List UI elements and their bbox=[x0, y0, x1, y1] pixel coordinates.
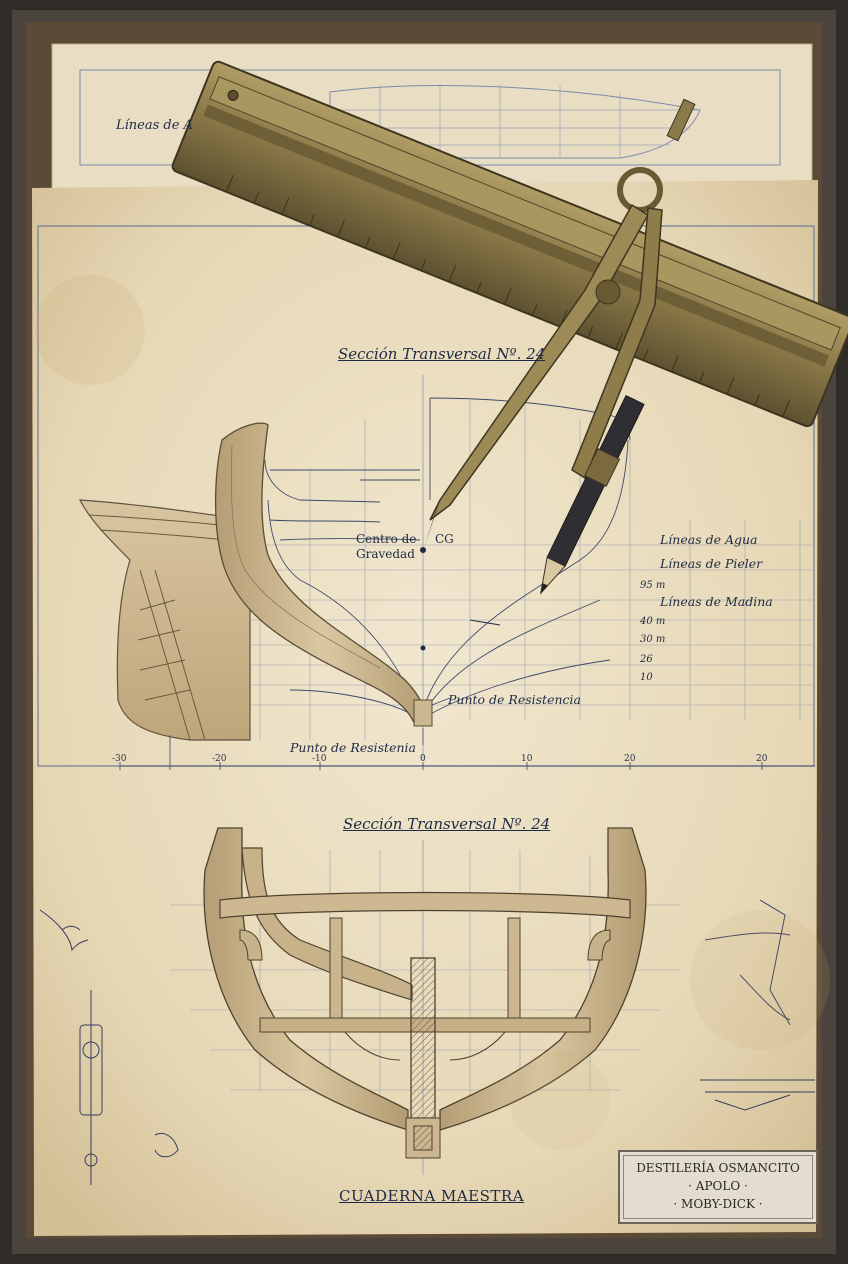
legend-madina-lines: Líneas de Madina bbox=[660, 594, 773, 609]
height-scale-10: 10 bbox=[640, 672, 653, 683]
axis-tick: 20 bbox=[756, 754, 768, 764]
axis-tick: -20 bbox=[212, 754, 227, 764]
keel-block bbox=[413, 699, 433, 727]
axis-tick: -30 bbox=[112, 754, 127, 764]
cg-label-line-1: Centro de bbox=[356, 532, 417, 546]
keel bbox=[405, 1117, 441, 1159]
cartouche-line-1: DESTILERÍA OSMANCITO bbox=[636, 1161, 800, 1175]
sheet-title: Líneas de A bbox=[116, 118, 193, 133]
stanchion-right bbox=[507, 917, 521, 1019]
height-scale-30: 30 m bbox=[640, 634, 666, 645]
cartouche-line-3: · MOBY-DICK · bbox=[673, 1197, 763, 1211]
cg-code: CG bbox=[435, 532, 454, 546]
top-section-title: Sección Transversal Nº. 24 bbox=[338, 345, 546, 363]
height-scale-40: 40 m bbox=[640, 616, 666, 627]
brass-ruler bbox=[171, 60, 848, 428]
resistance-point-lower: Punto de Resistenia bbox=[290, 740, 416, 755]
height-scale-26: 26 bbox=[640, 654, 653, 665]
distillery-cartouche: DESTILERÍA OSMANCITO · APOLO · · MOBY-DI… bbox=[618, 1150, 818, 1224]
legend-water-lines: Líneas de Agua bbox=[660, 532, 758, 547]
axis-tick: 0 bbox=[420, 754, 426, 764]
resistance-point-upper: Punto de Resistencia bbox=[448, 692, 581, 707]
stanchion-left bbox=[329, 917, 343, 1019]
center-of-gravity-label: Centro de Gravedad bbox=[356, 532, 416, 562]
axis-tick: -10 bbox=[312, 754, 327, 764]
cg-label-line-2: Gravedad bbox=[356, 547, 415, 561]
legend-pieler-lines: Líneas de Pieler bbox=[660, 556, 763, 571]
cartouche-line-2: · APOLO · bbox=[688, 1179, 748, 1193]
side-hull bbox=[78, 499, 251, 741]
middle-section-title: Sección Transversal Nº. 24 bbox=[343, 815, 551, 833]
pencil bbox=[539, 394, 645, 595]
margin-sketches bbox=[39, 899, 815, 1185]
height-scale-95: 95 m bbox=[640, 580, 666, 591]
axis-tick: 20 bbox=[624, 754, 636, 764]
axis-tick: 10 bbox=[521, 754, 533, 764]
drafting-compass bbox=[424, 98, 696, 548]
deck-beam bbox=[219, 891, 631, 919]
keelson bbox=[410, 957, 436, 1119]
bottom-caption: CUADERNA MAESTRA bbox=[339, 1187, 525, 1205]
